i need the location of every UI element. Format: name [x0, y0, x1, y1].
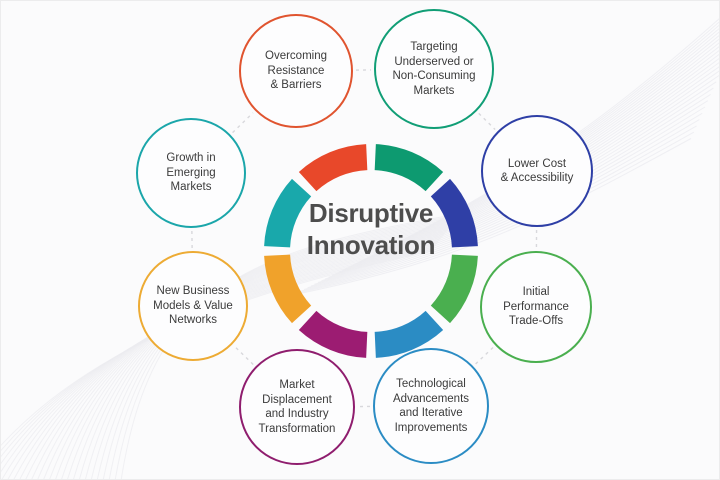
node-label-lower-cost-accessibility: Lower Cost & Accessibility [493, 157, 582, 186]
node-label-line: Networks [169, 314, 217, 327]
node-label-line: Non-Consuming [392, 70, 476, 82]
node-label-line: Markets [413, 84, 455, 97]
node-label-line: and Iterative [399, 407, 463, 419]
node-label-line: Targeting [410, 41, 458, 53]
connector-market-displacement-to-new-business-models [234, 345, 254, 366]
donut-segment-1[interactable] [374, 144, 444, 192]
node-lower-cost-accessibility[interactable]: Lower Cost & Accessibility [481, 115, 593, 227]
node-label-line: Trade-Offs [508, 315, 564, 328]
node-label-line: & Barriers [270, 79, 322, 92]
donut-segment-7[interactable] [264, 178, 312, 248]
node-label-line: Lower Cost [507, 157, 567, 170]
central-donut-ring [264, 144, 478, 358]
donut-segment-3[interactable] [430, 254, 478, 324]
node-label-line: Markets [170, 181, 212, 194]
donut-segment-5[interactable] [298, 310, 368, 358]
node-label-line: Transformation [258, 422, 336, 435]
node-label-line: Growth in [166, 152, 216, 165]
node-label-line: Resistance [267, 64, 325, 77]
node-label-line: Models & Value [153, 299, 233, 312]
connector-growth-emerging-markets-to-overcoming-resistance [232, 112, 254, 134]
node-label-line: Emerging [166, 166, 216, 179]
node-label-line: Advancements [392, 392, 470, 405]
node-label-line: Overcoming [265, 50, 327, 63]
node-label-line: Initial [522, 286, 550, 299]
node-label-line: New Business [156, 285, 230, 298]
donut-segment-8[interactable] [298, 144, 368, 192]
donut-segment-4[interactable] [374, 310, 444, 358]
node-label-line: Market [279, 379, 315, 391]
node-label-line: Underserved or [394, 55, 474, 68]
node-label-line: Improvements [394, 421, 468, 434]
node-label-line: Performance [503, 300, 569, 313]
node-label-line: and Industry [265, 408, 329, 420]
donut-segment-6[interactable] [264, 254, 312, 324]
node-label-line: Technological [396, 378, 466, 390]
node-label-line: Displacement [262, 393, 332, 406]
connector-targeting-underserved-to-lower-cost-accessibility [478, 112, 496, 130]
donut-segment-2[interactable] [430, 178, 478, 248]
node-label-line: & Accessibility [500, 172, 574, 184]
